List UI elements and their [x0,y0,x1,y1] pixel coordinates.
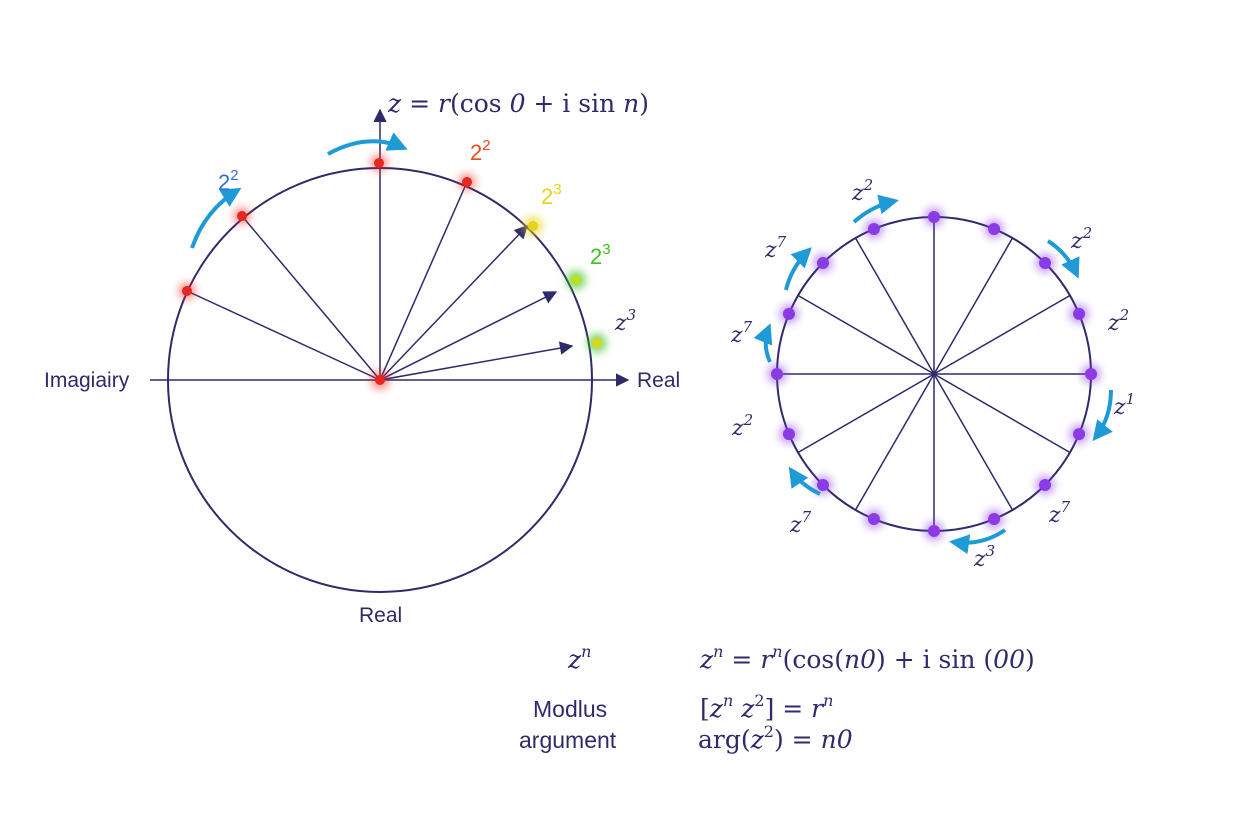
point-purple [988,513,1001,526]
point-purple [1039,479,1052,492]
right-diagram: z2 z2 z2 z1 z7 z3 z7 z2 z7 z7 [730,176,1135,572]
axis-right-label: Real [637,369,680,392]
point-yellow [528,221,538,231]
point-label: z3 [614,306,636,336]
point-label: z2 [1107,306,1129,336]
rotation-arrow [949,528,1007,555]
point-label: z2 [731,411,753,441]
point-green [571,275,581,285]
formula-row-1: zn = rn(cos(n0) + i sin (00) [699,642,1035,674]
point-label: z7 [1048,498,1071,528]
formula-block: zn zn = rn(cos(n0) + i sin (00) Modlus [… [519,642,1035,754]
formula-row-3-label: argument [519,727,617,753]
formula-row-2-label: Modlus [533,696,607,722]
point-red [237,211,247,221]
point-yellow-green [592,338,602,348]
point-purple [771,368,783,380]
point-label: 23 [541,181,562,209]
rotation-arrow [784,247,812,291]
point-purple [782,428,795,441]
radius-arrow [379,341,574,381]
rotation-arrow [327,132,408,156]
left-diagram: z = r(cos 0 + i sin n) Imagiairy Real Re… [44,89,680,627]
right-points [767,207,1101,541]
axis-left-label: Imagiairy [44,369,130,392]
point-red [182,286,192,296]
radius-line [379,181,468,381]
point-label: z2 [851,176,873,206]
axis-top-label: z = r(cos 0 + i sin n) [387,89,649,118]
point-purple [867,222,880,235]
point-label: 22 [218,167,239,195]
spoke-line [933,373,1014,511]
rotation-arrow [1092,389,1113,442]
formula-row-3: arg(z2) = n0 [698,722,853,754]
point-red [374,158,384,168]
point-red [462,177,472,187]
point-purple [1039,256,1052,269]
point-purple [928,211,940,223]
point-label: z7 [730,318,753,348]
point-purple [867,513,880,526]
origin-point [375,375,385,385]
rotation-arrow [190,187,242,249]
spoke-line [933,294,1071,375]
spoke-line [933,237,1014,375]
radius-arrow [379,291,558,381]
point-label: z1 [1113,390,1135,420]
spoke-line [854,373,935,511]
point-purple [816,256,829,269]
point-purple [1085,368,1097,380]
rotation-arrow [852,194,899,224]
point-purple [988,222,1001,235]
point-purple [1073,307,1086,320]
left-points [178,154,607,390]
point-purple [816,479,829,492]
radius-arrow [379,225,528,381]
point-purple [1073,428,1086,441]
point-label: 22 [470,137,491,165]
point-label: z3 [973,542,995,572]
formula-row-2: [zn z2] = rn [700,691,833,723]
point-label: z7 [789,508,812,538]
rotation-arrow [788,466,821,496]
radius-line [241,215,381,381]
spoke-line [854,237,935,375]
axis-bottom-label: Real [359,604,402,627]
right-spokes [777,217,1091,531]
spoke-line [933,373,1071,454]
formula-row-1-label: zn [567,642,591,674]
point-label: z7 [764,233,787,263]
spoke-line [797,294,935,375]
spoke-line [797,373,935,454]
point-purple [928,525,940,537]
point-purple [782,307,795,320]
point-label: z2 [1070,224,1092,254]
rotation-arrow [753,323,773,363]
point-label: 23 [590,241,611,269]
rotation-arrow [1046,239,1080,279]
radius-line [186,290,381,381]
